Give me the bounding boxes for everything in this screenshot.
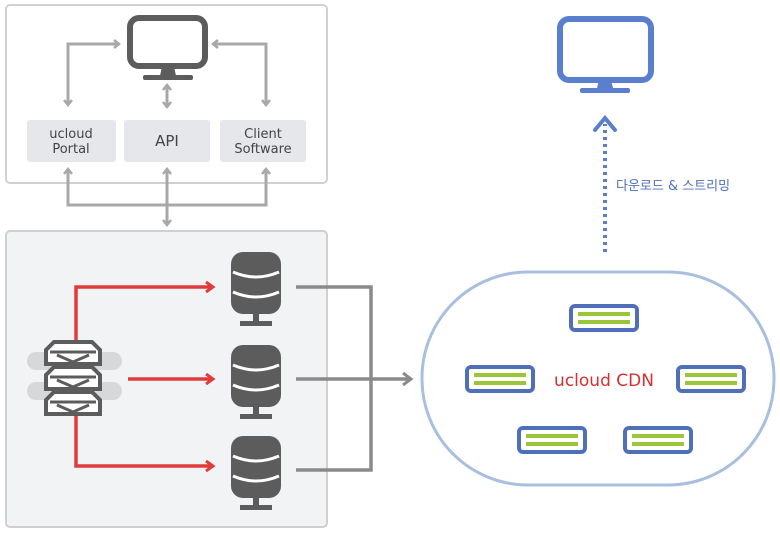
storage-database-icon <box>231 436 281 510</box>
delivery-arrow <box>593 114 617 252</box>
cdn-node-icon <box>569 304 639 332</box>
cdn-label: ucloud CDN <box>554 371 654 391</box>
client-connectors <box>63 39 271 110</box>
origin-server-icon <box>27 340 122 416</box>
cdn-node-icon <box>623 426 693 454</box>
cdn-node-icon <box>517 426 587 454</box>
software-label-line2: Software <box>234 142 291 157</box>
monitor-icon <box>557 16 654 93</box>
software-label-line1: Client <box>244 127 282 142</box>
portal-label-line1: ucloud <box>49 127 92 142</box>
api-label: API <box>155 132 179 150</box>
storage-database-icon <box>231 345 281 419</box>
software-box <box>220 120 306 162</box>
client-bus-connectors <box>63 166 271 228</box>
replication-arrows <box>74 287 212 466</box>
delivery-label: 다운로드 & 스트리밍 <box>616 179 730 194</box>
storage-to-cdn-connector <box>296 285 410 472</box>
storage-database-icon <box>231 252 281 326</box>
portal-label-line2: Portal <box>52 142 89 157</box>
cdn-node-icon <box>676 365 746 393</box>
cdn-node-icon <box>465 365 535 393</box>
monitor-icon <box>127 15 208 80</box>
api-box <box>124 120 210 162</box>
portal-box <box>27 120 116 162</box>
